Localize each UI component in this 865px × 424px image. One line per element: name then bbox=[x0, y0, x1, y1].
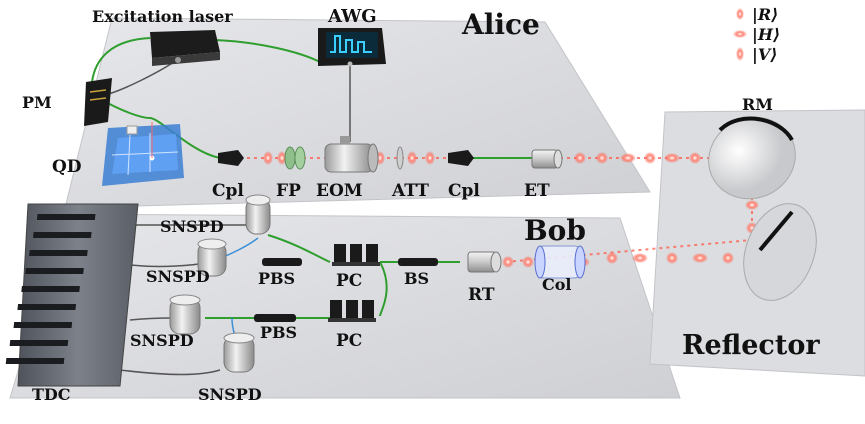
alice-platform bbox=[64, 17, 651, 209]
label-rt: RT bbox=[468, 285, 495, 305]
legend-r-label: |R⟩ bbox=[752, 5, 778, 24]
snspd-detector-4 bbox=[223, 332, 255, 373]
legend-h-label: |H⟩ bbox=[752, 25, 780, 44]
bs-splitter bbox=[398, 258, 438, 266]
label-awg: AWG bbox=[327, 6, 377, 27]
label-pc-2: PC bbox=[336, 331, 362, 351]
label-pbs-2: PBS bbox=[260, 323, 297, 342]
label-pbs-1: PBS bbox=[258, 269, 295, 288]
coupler-1 bbox=[218, 150, 244, 166]
legend-v-label: |V⟩ bbox=[752, 45, 778, 64]
label-snspd-3: SNSPD bbox=[130, 331, 194, 350]
label-eom: EOM bbox=[316, 181, 363, 201]
second-mirror bbox=[743, 203, 817, 301]
legend-v-marker bbox=[736, 47, 744, 61]
label-cpl-2: Cpl bbox=[448, 181, 480, 201]
label-cpl-1: Cpl bbox=[212, 181, 244, 201]
pm-modulator bbox=[84, 78, 112, 126]
fp-filter bbox=[284, 146, 306, 170]
snspd-detector-1 bbox=[245, 194, 271, 235]
snspd-detector-2 bbox=[197, 238, 227, 277]
label-bs: BS bbox=[404, 269, 429, 288]
label-rm: RM bbox=[742, 95, 773, 114]
col-collimator bbox=[534, 245, 586, 279]
tdc-module bbox=[5, 203, 139, 387]
label-snspd-4: SNSPD bbox=[198, 385, 262, 404]
polarization-legend: |R⟩ |H⟩ |V⟩ bbox=[733, 5, 780, 64]
pbs-1 bbox=[262, 258, 302, 266]
pc-controller-2 bbox=[328, 300, 376, 322]
label-col: Col bbox=[542, 275, 571, 294]
label-et: ET bbox=[524, 181, 550, 201]
excitation-laser-box bbox=[150, 30, 220, 66]
legend-r-marker bbox=[736, 8, 744, 20]
awg-instrument bbox=[318, 28, 386, 67]
label-snspd-1: SNSPD bbox=[160, 217, 224, 236]
label-bob: Bob bbox=[524, 214, 586, 247]
label-snspd-2: SNSPD bbox=[146, 267, 210, 286]
label-reflector: Reflector bbox=[682, 330, 820, 361]
et-telescope bbox=[531, 149, 563, 169]
label-pc-1: PC bbox=[336, 271, 362, 291]
label-att: ATT bbox=[391, 181, 429, 201]
legend-h-marker bbox=[733, 30, 747, 38]
label-fp: FP bbox=[276, 181, 301, 201]
coupler-2 bbox=[448, 150, 474, 166]
fiber-lines bbox=[91, 37, 535, 320]
label-alice: Alice bbox=[461, 8, 540, 41]
label-tdc: TDC bbox=[32, 385, 71, 404]
qd-chip bbox=[102, 122, 184, 186]
label-qd: QD bbox=[52, 157, 82, 177]
pbs-2 bbox=[254, 314, 296, 322]
label-pm: PM bbox=[22, 93, 52, 112]
eom-modulator bbox=[324, 136, 379, 173]
rm-mirror bbox=[708, 116, 796, 200]
attenuator bbox=[396, 146, 404, 170]
snspd-detector-3 bbox=[169, 294, 201, 335]
rt-telescope bbox=[467, 251, 502, 273]
label-excitation-laser: Excitation laser bbox=[92, 7, 233, 26]
pc-controller-1 bbox=[332, 244, 380, 266]
